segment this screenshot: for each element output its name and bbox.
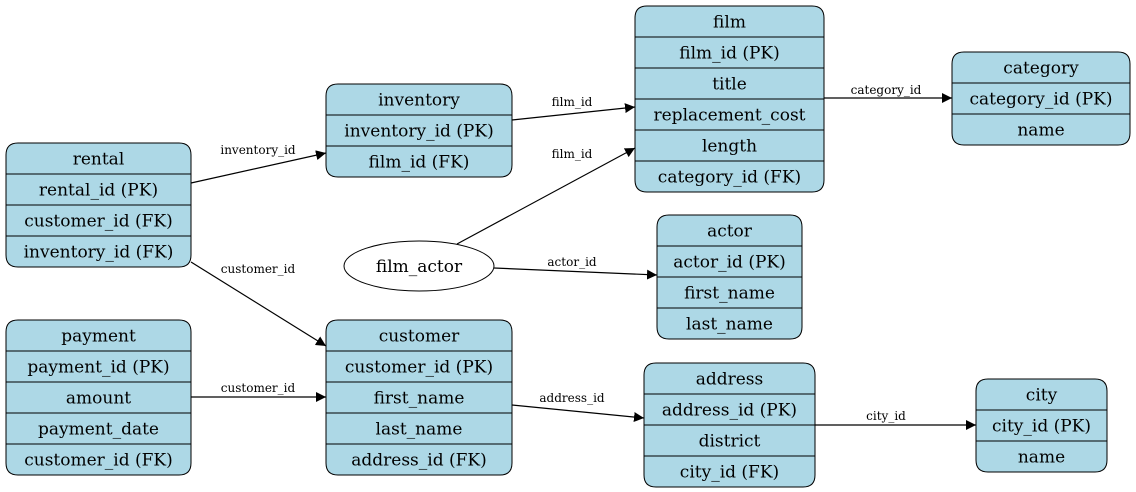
entity-field: inventory_id (PK): [344, 122, 493, 142]
entity-box: [325, 319, 513, 476]
entity-field: payment_id (PK): [27, 358, 169, 378]
relationship-label: film_id: [552, 95, 593, 109]
relationship-label: category_id: [851, 83, 922, 97]
entity-film[interactable]: film film_id (PK) title replacement_costlen…: [634, 5, 825, 193]
entity-field: category_id (PK): [969, 90, 1112, 110]
entity-box: [325, 83, 513, 178]
entity-title: city: [1026, 386, 1058, 406]
relationship-label: customer_id: [221, 262, 296, 276]
entity-title: inventory: [378, 91, 460, 111]
relationship-rental-customer: customer_id: [190, 261, 327, 347]
entity-category[interactable]: category category_id (PK) name: [951, 51, 1131, 146]
entity-field: name: [1018, 448, 1065, 468]
entity-field: actor_id (PK): [673, 253, 785, 273]
relationship-rental-inventory: inventory_id: [190, 143, 327, 184]
entity-title: rental: [73, 150, 125, 170]
junction-ellipse: [343, 240, 495, 292]
entity-field: category_id (FK): [658, 168, 801, 188]
entity-field: district: [699, 432, 761, 452]
entity-title: category: [1003, 59, 1079, 79]
entity-field: first_name: [684, 284, 775, 304]
entity-address[interactable]: address address_id (PK) district city_id (F…: [643, 362, 816, 488]
entity-title: customer: [379, 327, 460, 347]
entity-inventory[interactable]: inventory inventory_id (PK) film_id (FK): [325, 83, 513, 178]
entity-customer[interactable]: customer customer_id (PK) first_name last_n…: [325, 319, 513, 476]
relationship-filmactor-actor: actor_id: [493, 255, 658, 280]
relationship-line: [456, 147, 636, 245]
entity-field: film_id (PK): [679, 44, 780, 64]
entity-field: customer_id (FK): [24, 451, 173, 471]
relationship-label: customer_id: [221, 381, 296, 395]
entity-title: film: [713, 13, 746, 33]
entity-field: payment_date: [38, 420, 159, 440]
relationship-label: inventory_id: [220, 143, 296, 157]
entity-field: city_id (FK): [680, 463, 779, 483]
relationship-label: city_id: [866, 409, 906, 423]
relationship-label: address_id: [539, 391, 605, 405]
entity-rental[interactable]: rental rental_id (PK) customer_id (FK) inve…: [5, 142, 192, 268]
junction-film_actor[interactable]: film_actor: [343, 240, 495, 292]
entity-title: address: [696, 370, 764, 390]
entity-field: replacement_cost: [654, 106, 806, 126]
entity-actor[interactable]: actor actor_id (PK) first_name last_name: [656, 214, 803, 340]
entity-field: name: [1017, 121, 1064, 141]
entity-box: [951, 51, 1131, 146]
entity-payment[interactable]: payment payment_id (PK) amount payment_date…: [5, 319, 192, 476]
relationship-line: [190, 261, 327, 347]
relationship-line: [511, 404, 645, 422]
entity-field: address_id (FK): [351, 451, 487, 471]
entity-title: actor: [707, 222, 753, 242]
relationship-inventory-film: film_id: [511, 95, 636, 121]
relationship-filmactor-film: film_id: [456, 147, 636, 245]
entity-field: customer_id (FK): [24, 212, 173, 232]
relationship-line: [511, 103, 636, 121]
entity-field: customer_id (PK): [345, 358, 493, 378]
relationship-payment-customer: customer_id: [191, 381, 326, 402]
entity-nodes: film film_id (PK) title replacement_costlen…: [5, 5, 1131, 488]
entity-field: rental_id (PK): [39, 181, 158, 201]
entity-field: last_name: [376, 420, 463, 440]
entity-city[interactable]: city city_id (PK) name: [975, 378, 1108, 473]
entity-box: [975, 378, 1108, 473]
entity-box: [5, 319, 192, 476]
entity-field: length: [702, 137, 757, 157]
entity-field: film_id (FK): [369, 153, 470, 173]
relationship-line: [190, 150, 327, 184]
relationship-customer-address: address_id: [511, 391, 645, 422]
relationship-label: actor_id: [547, 255, 596, 269]
relationship-edges: film_id category_id inventory_id film_idact…: [190, 83, 976, 430]
entity-title: payment: [61, 327, 136, 347]
entity-field: last_name: [686, 315, 773, 335]
entity-field: city_id (PK): [992, 417, 1091, 437]
entity-field: first_name: [374, 389, 465, 409]
relationship-address-city: city_id: [815, 409, 976, 430]
entity-field: address_id (PK): [662, 401, 797, 421]
relationship-film-category: category_id: [824, 83, 952, 103]
entity-field: title: [712, 75, 747, 95]
relationship-label: film_id: [552, 147, 593, 161]
entity-field: amount: [66, 389, 131, 409]
junction-label: film_actor: [376, 257, 463, 277]
relationship-line: [493, 267, 658, 280]
entity-field: inventory_id (FK): [24, 243, 174, 263]
